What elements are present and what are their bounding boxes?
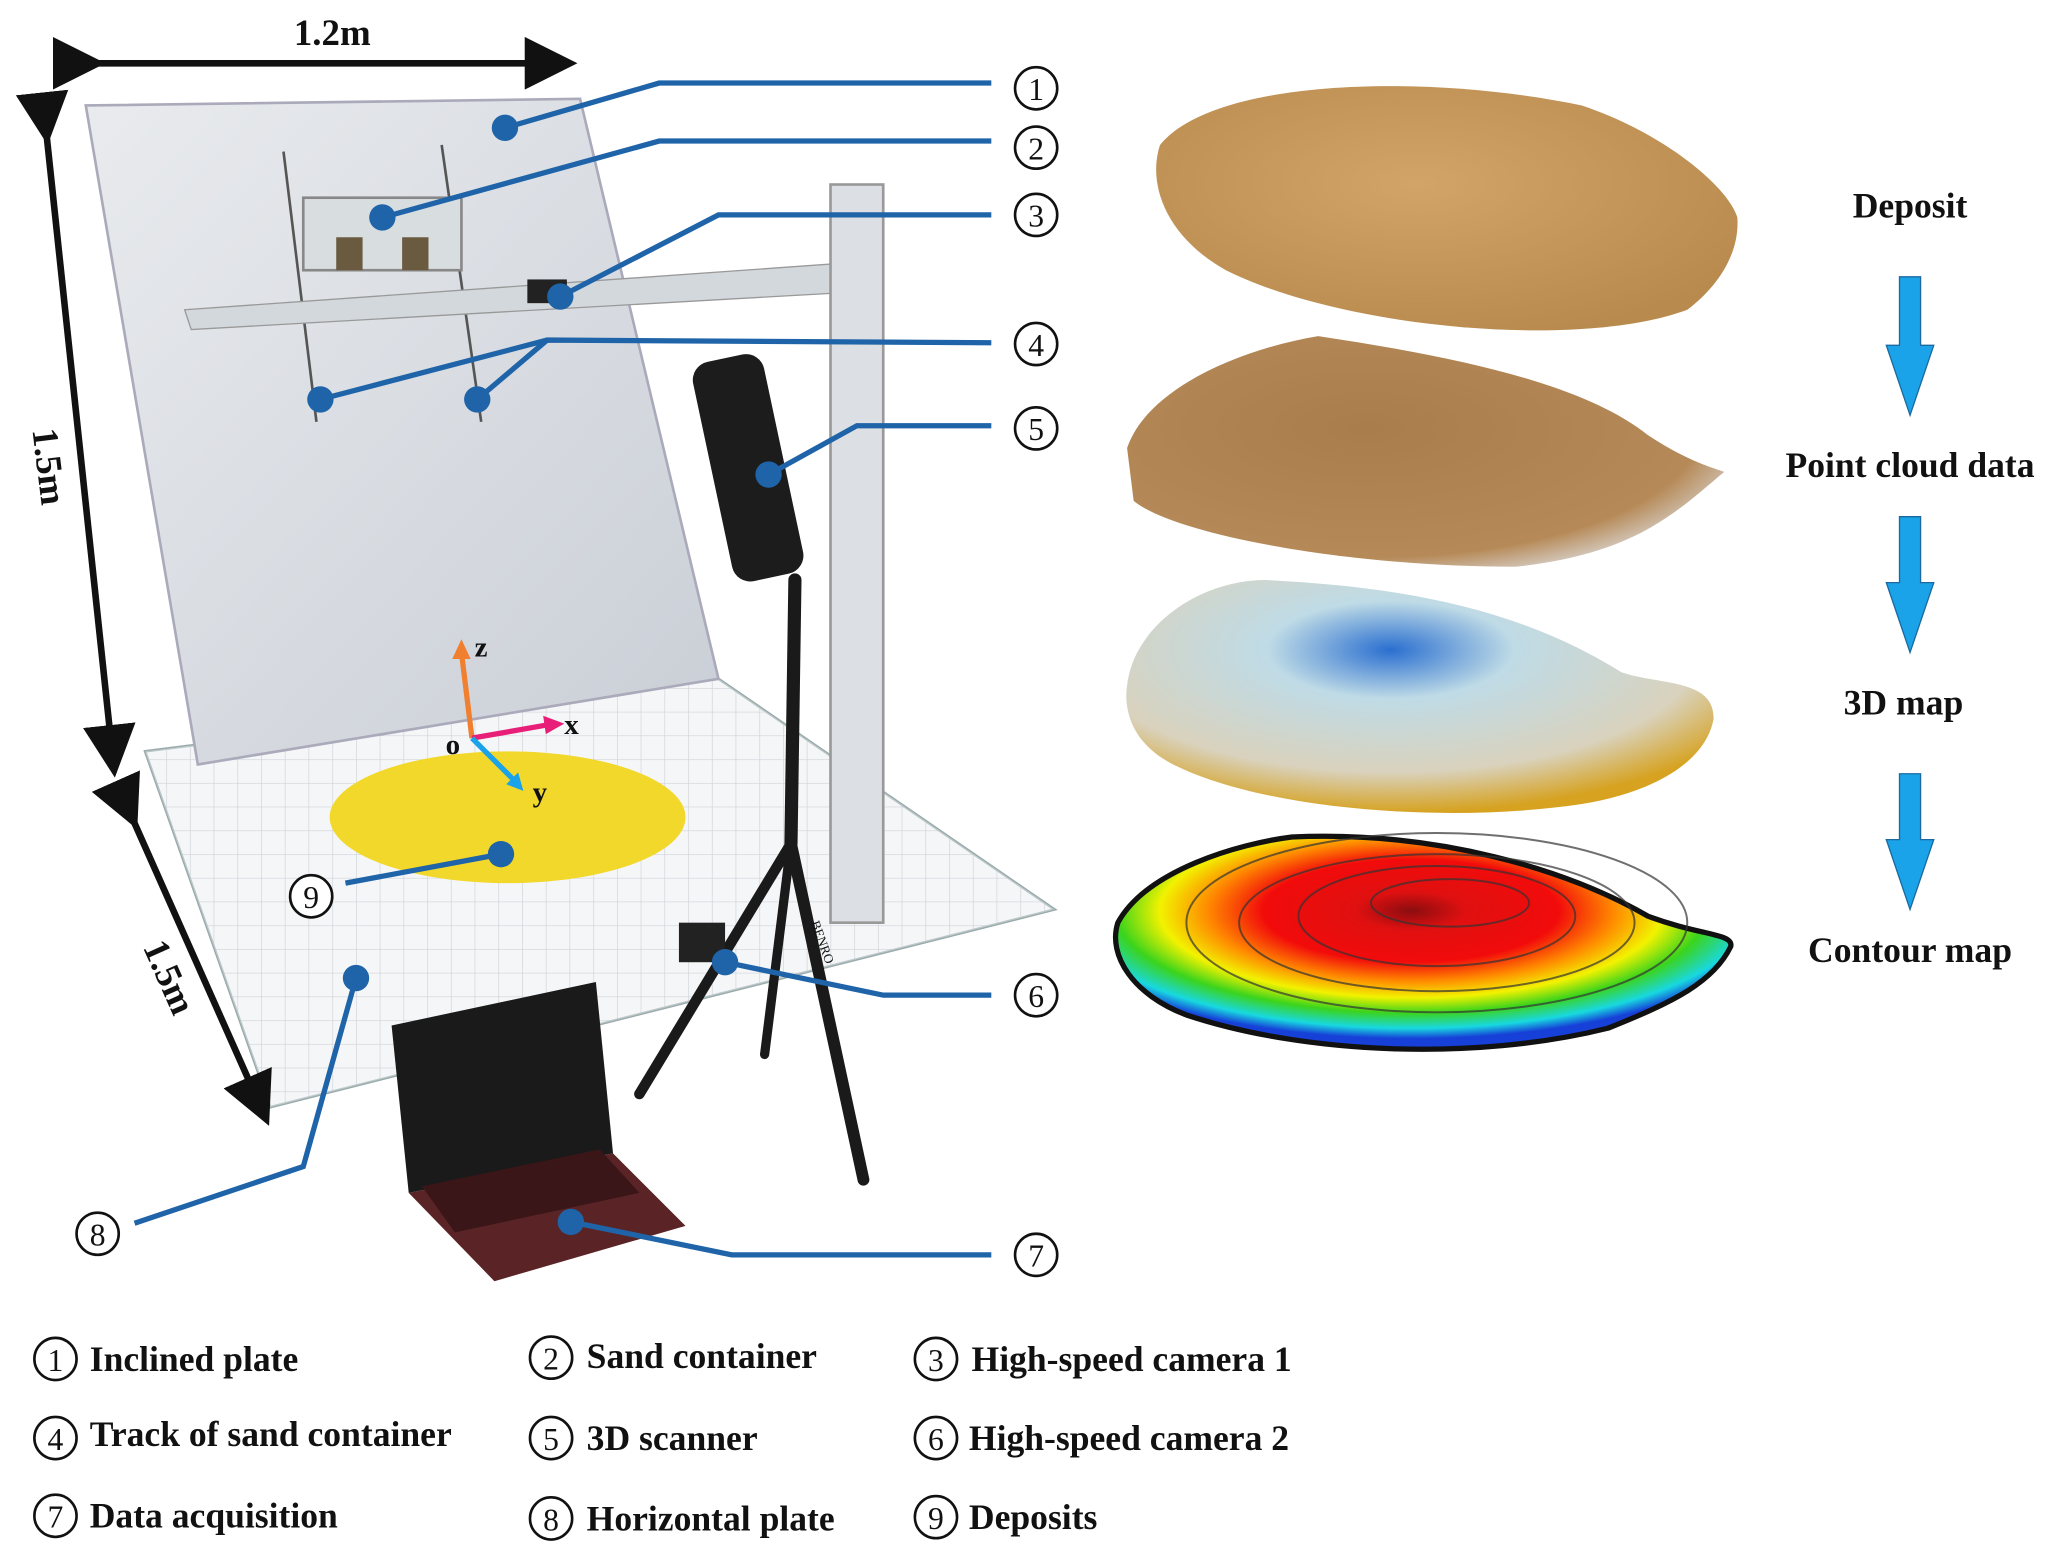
svg-text:Horizontal plate: Horizontal plate [587, 1498, 835, 1538]
legend-item: 3 High-speed camera 1 [913, 1336, 1292, 1382]
svg-text:1: 1 [48, 1343, 64, 1378]
legend-item: 5 3D scanner [528, 1415, 758, 1461]
depth-dimension-label: 1.5m [135, 933, 204, 1020]
callout-1: 1 [1013, 65, 1059, 111]
down-arrow-icon [1885, 773, 1935, 912]
deposits-photo [329, 751, 686, 884]
down-arrow-icon [1885, 516, 1935, 655]
svg-text:1: 1 [1028, 72, 1044, 107]
svg-text:4: 4 [1028, 328, 1044, 363]
svg-text:Deposits: Deposits [969, 1497, 1097, 1537]
callouts: 1 2 3 4 5 6 7 8 9 [75, 65, 1059, 1278]
down-arrow-icon [1885, 276, 1935, 418]
axis-x-label: x [564, 709, 579, 741]
3d-scanner [692, 354, 804, 582]
svg-text:Track of sand container: Track of sand container [90, 1414, 452, 1454]
svg-text:3: 3 [928, 1343, 944, 1378]
callout-9: 9 [288, 873, 334, 919]
svg-text:Inclined plate: Inclined plate [90, 1339, 299, 1379]
svg-text:High-speed camera 2: High-speed camera 2 [969, 1418, 1289, 1458]
legend-item: 2 Sand container [528, 1335, 818, 1381]
axis-origin-label: o [446, 729, 461, 761]
legend-item: 8 Horizontal plate [528, 1496, 835, 1541]
legend-item: 1 Inclined plate [33, 1336, 299, 1382]
deposit-image [1156, 86, 1738, 331]
callout-2: 2 [1013, 125, 1059, 171]
3d-map-image [1126, 579, 1714, 813]
svg-text:9: 9 [928, 1501, 944, 1536]
dimension-markers: 1.2m 1.5m 1.5m [15, 12, 578, 1126]
step-contour-map: Contour map [1808, 930, 2012, 970]
svg-text:9: 9 [303, 880, 319, 915]
step-point-cloud: Point cloud data [1785, 445, 2034, 485]
legend-item: 9 Deposits [913, 1494, 1097, 1540]
svg-text:6: 6 [1028, 979, 1044, 1014]
inclined-plate [84, 97, 721, 767]
pipeline-arrows [1885, 276, 1935, 912]
svg-text:5: 5 [543, 1422, 559, 1457]
laptop [391, 981, 686, 1282]
svg-text:Sand container: Sand container [587, 1336, 818, 1376]
svg-text:4: 4 [48, 1422, 64, 1457]
callout-6: 6 [1013, 972, 1059, 1018]
svg-text:5: 5 [1028, 412, 1044, 447]
svg-text:Data acquisition: Data acquisition [90, 1496, 338, 1536]
pipeline-images [1112, 86, 1738, 1052]
svg-text:7: 7 [1028, 1239, 1044, 1274]
callout-8: 8 [75, 1211, 121, 1257]
legend-item: 4 Track of sand container [33, 1414, 452, 1461]
step-deposit: Deposit [1853, 185, 1968, 225]
step-3d-map: 3D map [1844, 682, 1964, 722]
height-dimension-label: 1.5m [24, 426, 74, 508]
callout-3: 3 [1013, 192, 1059, 238]
coordinate-axes: z x y o [446, 631, 580, 808]
svg-text:High-speed camera 1: High-speed camera 1 [972, 1339, 1292, 1379]
apparatus-photo: z x y o BENRO [84, 97, 1058, 1282]
callout-7: 7 [1013, 1232, 1059, 1278]
legend-item: 7 Data acquisition [33, 1493, 338, 1539]
svg-text:8: 8 [543, 1502, 559, 1537]
width-dimension-label: 1.2m [294, 12, 371, 53]
point-cloud-image [1127, 336, 1725, 567]
svg-text:6: 6 [928, 1422, 944, 1457]
svg-text:3: 3 [1028, 199, 1044, 234]
axis-z-label: z [475, 631, 488, 663]
callout-5: 5 [1013, 405, 1059, 451]
contour-map-image [1112, 833, 1734, 1052]
callout-4: 4 [1013, 321, 1059, 367]
pipeline-labels: Deposit Point cloud data 3D map Contour … [1785, 185, 2034, 970]
axis-y-label: y [533, 776, 548, 808]
svg-text:3D scanner: 3D scanner [587, 1418, 758, 1458]
svg-text:2: 2 [543, 1342, 559, 1377]
svg-text:8: 8 [90, 1218, 106, 1253]
svg-text:7: 7 [48, 1500, 64, 1535]
svg-text:2: 2 [1028, 131, 1044, 166]
legend-item: 6 High-speed camera 2 [913, 1415, 1289, 1461]
